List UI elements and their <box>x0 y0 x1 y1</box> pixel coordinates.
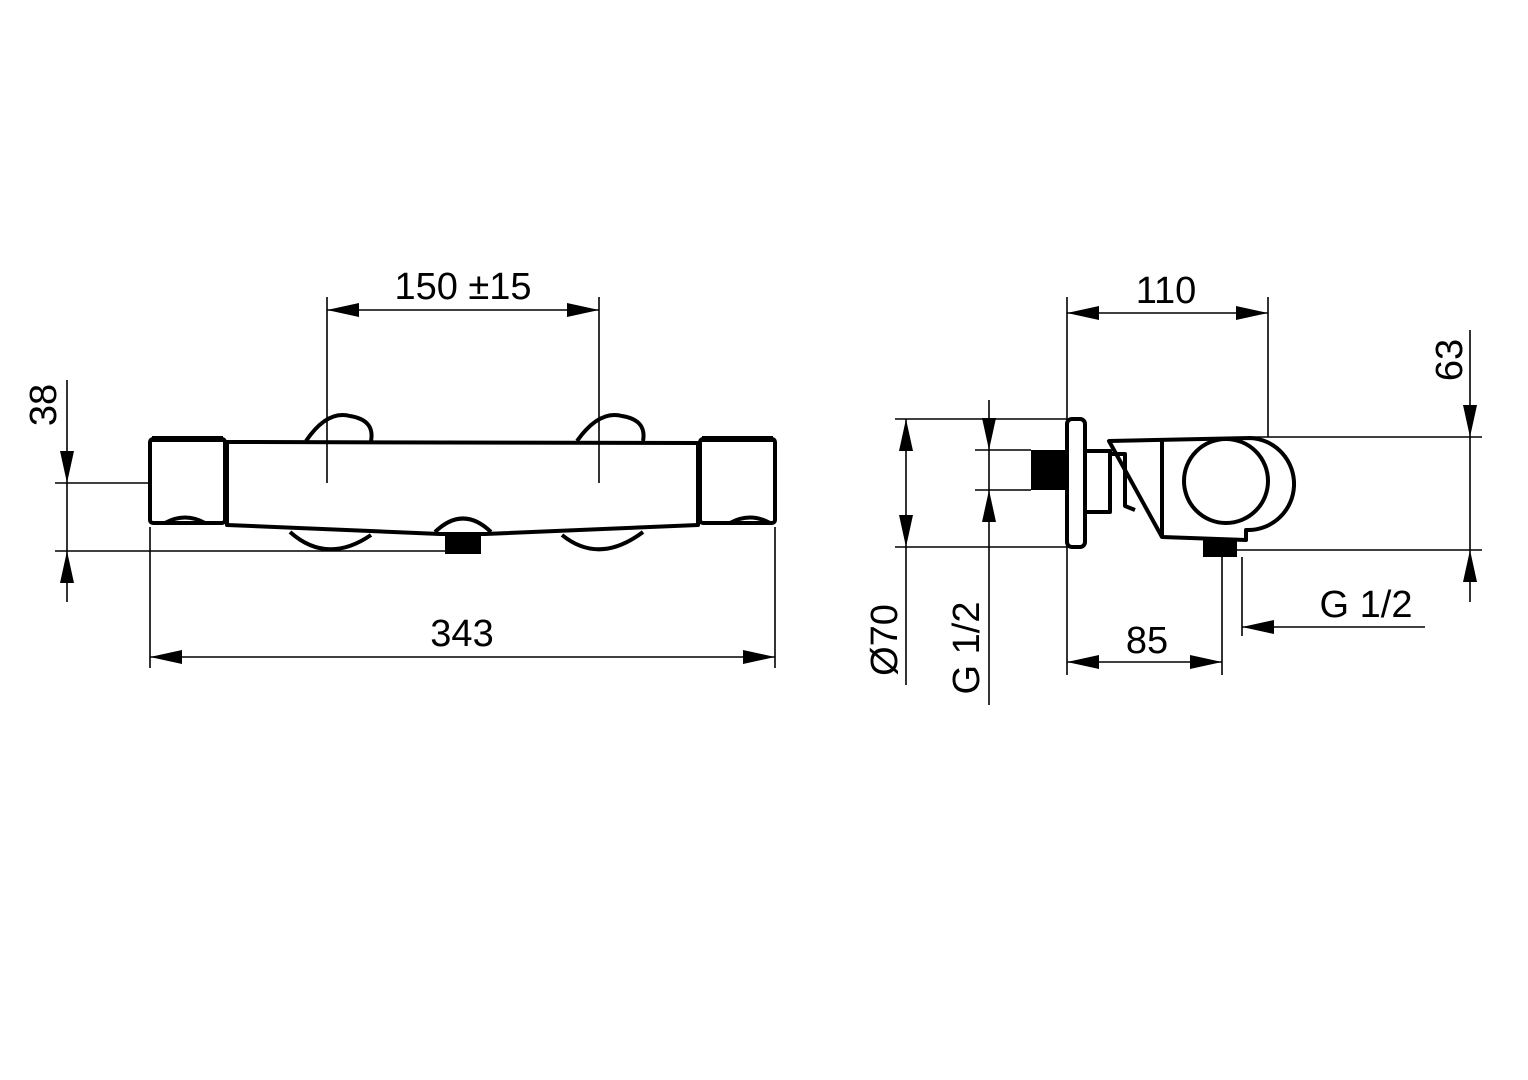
label-outlet-thread: G 1/2 <box>1320 584 1413 626</box>
dimension-height-side: 63 <box>1237 330 1482 602</box>
label-110: 110 <box>1136 270 1197 312</box>
side-view: 110 Ø70 G 1/2 63 <box>864 270 1482 705</box>
dimension-inlet-thread: G 1/2 <box>946 400 1031 705</box>
label-63: 63 <box>1429 339 1471 381</box>
dimension-outlet-thread: G 1/2 <box>1241 557 1425 636</box>
dimension-height-front: 38 <box>23 380 445 602</box>
label-diameter-70: Ø70 <box>864 604 906 676</box>
outlet-thread <box>445 532 481 554</box>
dimension-length: 343 <box>149 527 776 668</box>
valve-body-side <box>1031 417 1296 557</box>
label-343: 343 <box>430 613 493 655</box>
valve-body-front <box>148 413 777 554</box>
dimension-inlet-spacing: 150 ±15 <box>326 266 600 483</box>
dimension-projection: 110 <box>1066 270 1269 675</box>
dimension-outlet-offset: 85 <box>1067 557 1223 675</box>
label-85: 85 <box>1126 620 1168 662</box>
label-38: 38 <box>23 384 65 426</box>
front-view: 150 ±15 38 343 <box>23 266 777 668</box>
dimension-rosette-diameter: Ø70 <box>864 418 1067 685</box>
label-150: 150 ±15 <box>394 266 531 308</box>
label-inlet-thread: G 1/2 <box>946 602 988 695</box>
